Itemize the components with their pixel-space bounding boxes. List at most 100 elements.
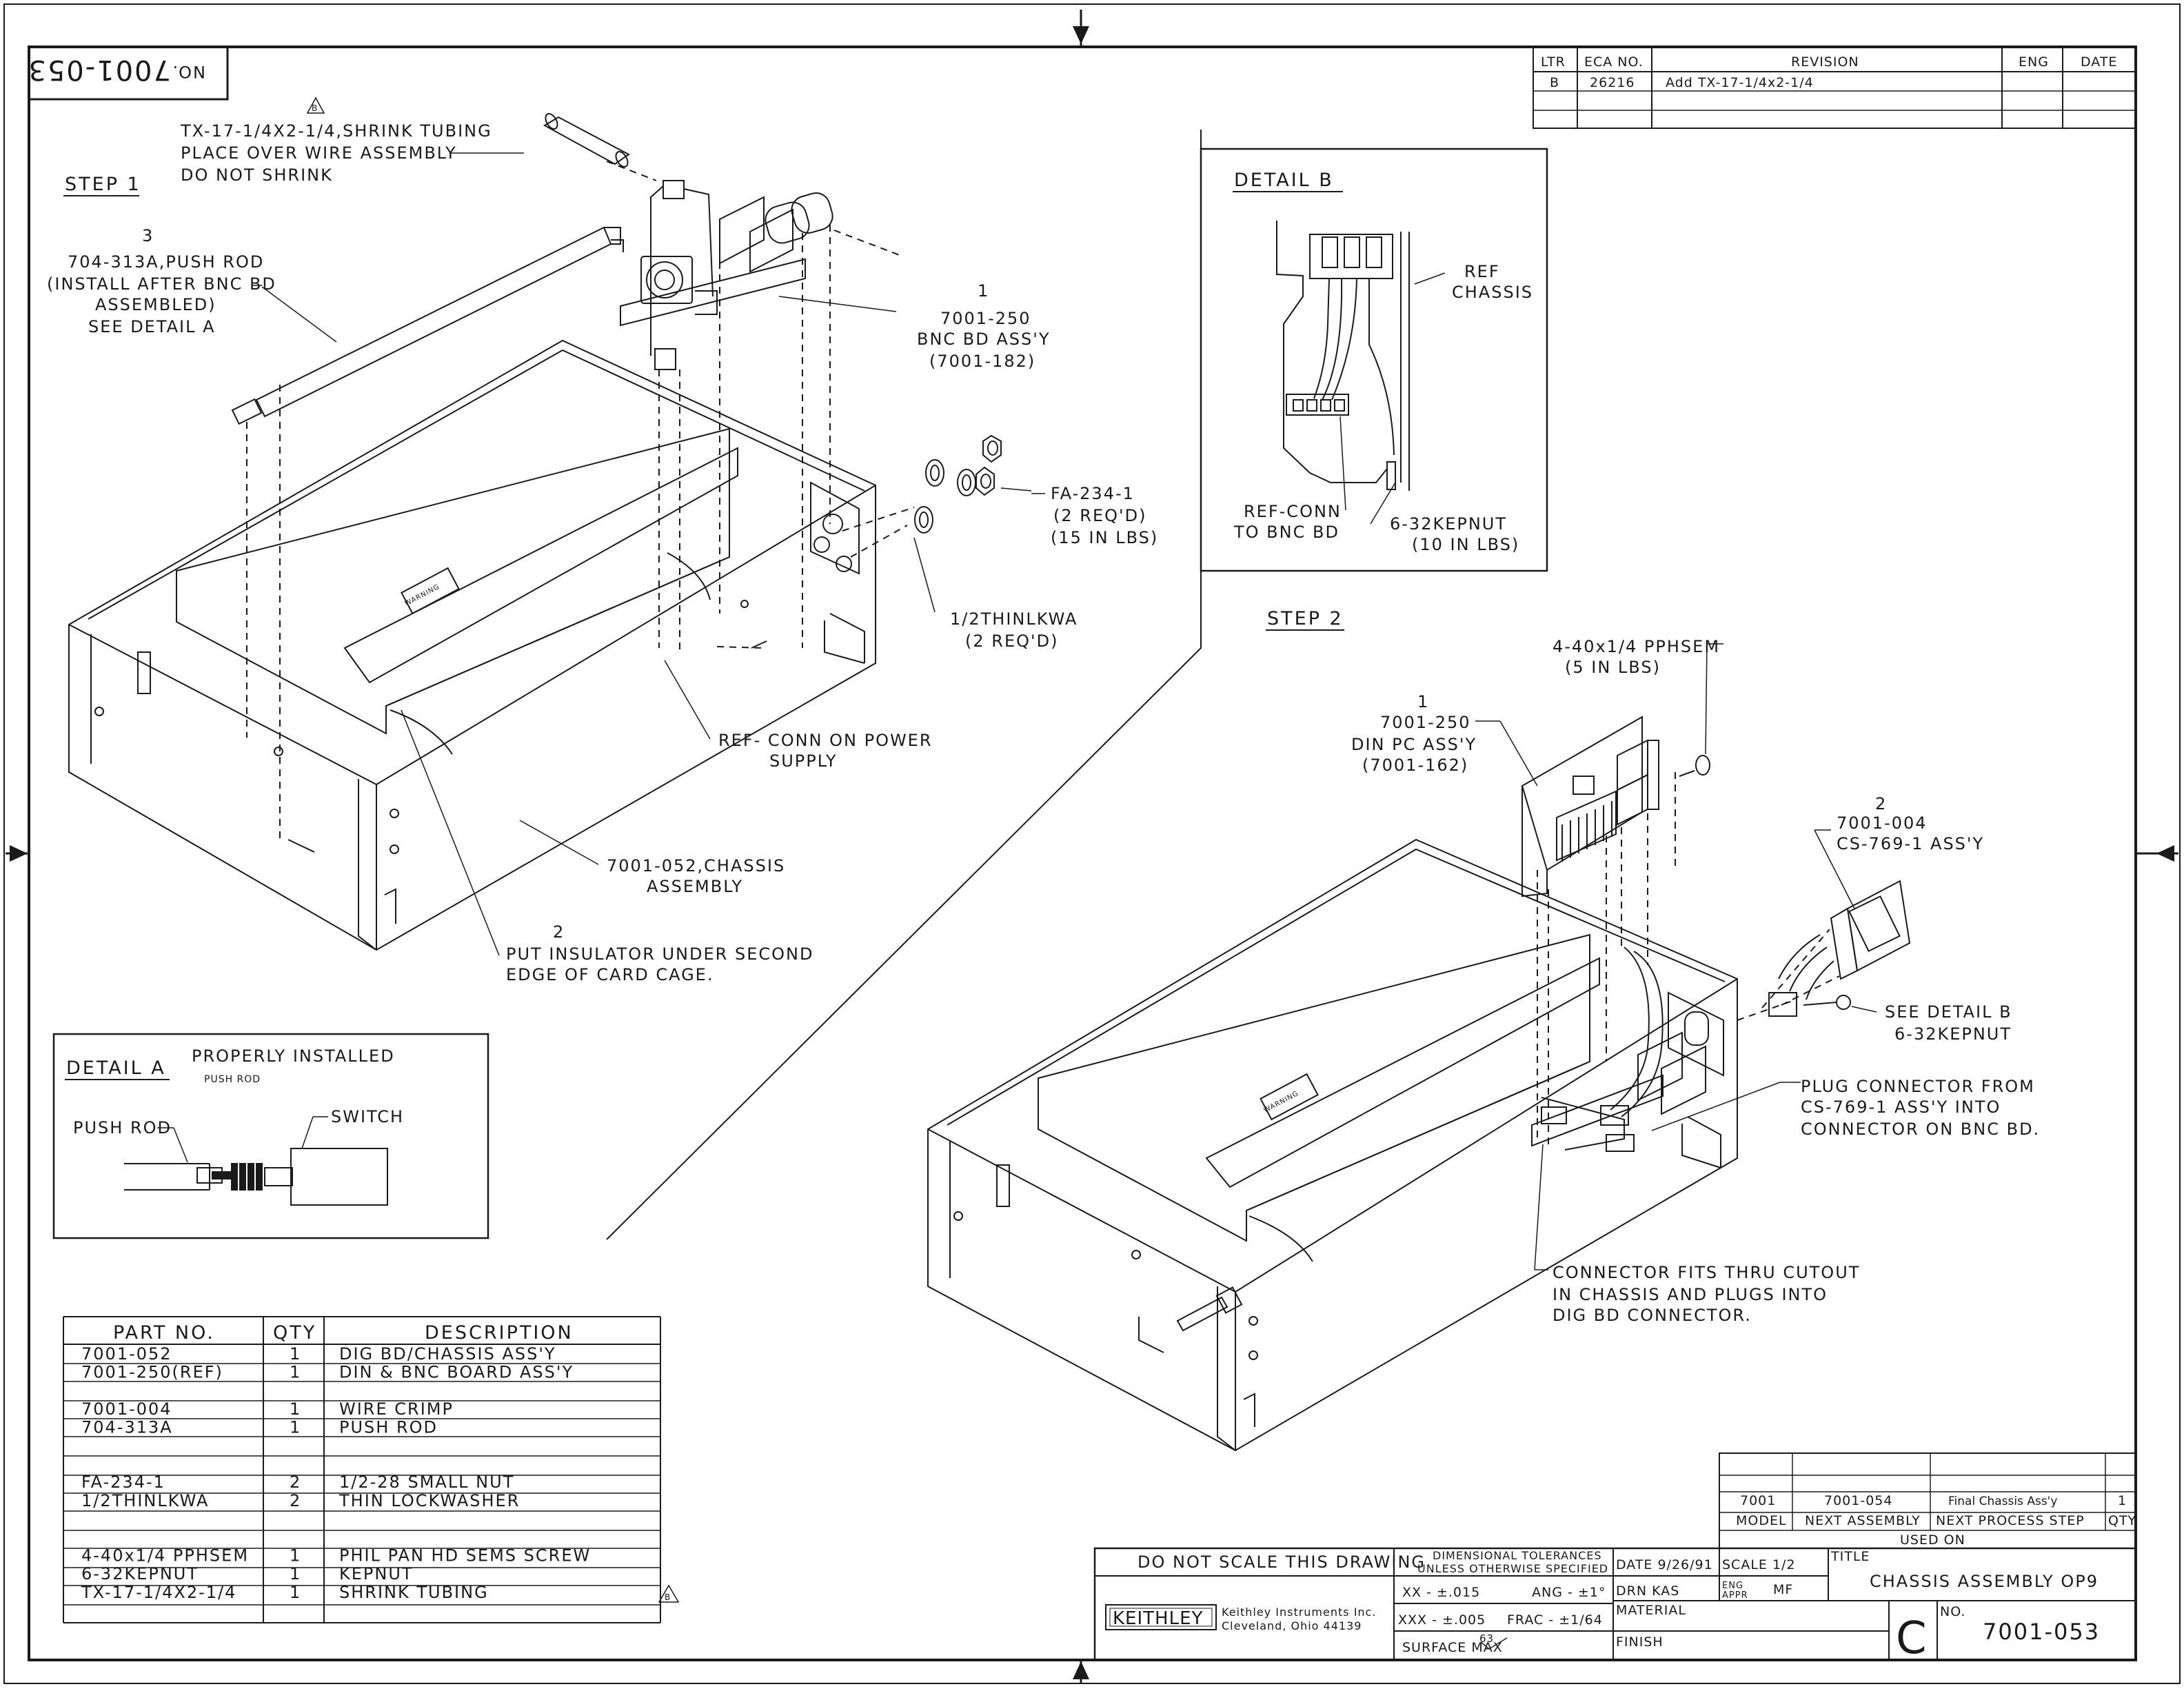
drawing-title: CHASSIS ASSEMBLY OP9 xyxy=(1870,1572,2099,1591)
bnc-board-callout-3: (7001-182) xyxy=(929,352,1035,371)
parts-row-part-no: 7001-004 xyxy=(81,1399,172,1419)
scale: SCALE 1/2 xyxy=(1722,1557,1796,1572)
detail-b-callouts: REF CHASSIS REF-CONN TO BNC BD 6-32KEPNU… xyxy=(1233,262,1533,554)
step-1-warning-tag: WARNING xyxy=(404,583,441,608)
assembled-chassis xyxy=(927,838,1738,1452)
bnc-board xyxy=(620,258,806,327)
parts-row-description: PHIL PAN HD SEMS SCREW xyxy=(339,1546,591,1566)
parts-row-description: 1/2-28 SMALL NUT xyxy=(339,1472,514,1492)
shrink-tubing xyxy=(543,116,630,165)
parts-header-qty: QTY xyxy=(273,1322,316,1344)
shrink-tubing-callout-2: PLACE OVER WIRE ASSEMBLY xyxy=(181,143,457,163)
lockwasher-callout-2: (2 REQ'D) xyxy=(965,631,1058,651)
detail-b: DETAIL B xyxy=(1200,148,1548,572)
screw-4-40 xyxy=(1679,755,1710,777)
used-on-header-next-assembly: NEXT ASSEMBLY xyxy=(1805,1513,1921,1528)
tolerance-ang: ANG - ±1° xyxy=(1532,1585,1606,1600)
parts-header-description: DESCRIPTION xyxy=(425,1322,574,1344)
parts-row-part-no: 6-32KEPNUT xyxy=(81,1564,199,1583)
zone-marker-right xyxy=(2136,845,2178,862)
outer-border xyxy=(3,3,2181,1684)
chassis-callout-2: ASSEMBLY xyxy=(647,877,743,896)
parts-row-qty: 2 xyxy=(290,1491,301,1510)
parts-row-part-no: TX-17-1/4X2-1/4 xyxy=(81,1583,236,1602)
shrink-tubing-callout-1: TX-17-1/4X2-1/4,SHRINK TUBING xyxy=(180,121,492,141)
connector-cutout-callout-1: CONNECTOR FITS THRU CUTOUT xyxy=(1553,1263,1860,1282)
bnc-board-callout-1: 7001-250 xyxy=(940,309,1031,328)
used-on-next-assembly: 7001-054 xyxy=(1824,1493,1892,1508)
company-logo: KEITHLEY xyxy=(1113,1608,1203,1629)
parts-row-part-no: 7001-250(REF) xyxy=(81,1363,223,1382)
push-rod-item-number: 3 xyxy=(142,226,154,245)
rev-row-ltr: B xyxy=(1550,75,1559,90)
detail-b-ref-chassis-2: CHASSIS xyxy=(1452,283,1533,302)
parts-row-description: DIG BD/CHASSIS ASS'Y xyxy=(339,1344,556,1364)
bnc-board-callout-2: BNC BD ASS'Y xyxy=(917,330,1051,349)
parts-row-qty: 1 xyxy=(290,1399,301,1419)
cs769-callout-2: CS-769-1 ASS'Y xyxy=(1837,834,1984,853)
step-2-callouts: 4-40x1/4 PPHSEM (5 IN LBS) 1 7001-250 DI… xyxy=(1351,637,2040,1325)
push-rod-callout-1: 704-313A,PUSH ROD xyxy=(68,252,264,272)
drawing-number: 7001-053 xyxy=(1983,1619,2100,1645)
parts-row-description: PUSH ROD xyxy=(339,1417,438,1437)
detail-b-ref-chassis-1: REF xyxy=(1464,262,1500,281)
bnc-board-item-number: 1 xyxy=(978,281,989,301)
surface-max-value: 63 xyxy=(1479,1632,1494,1645)
parts-row-qty: 1 xyxy=(290,1564,301,1583)
cs-769-assembly xyxy=(1768,880,1911,1017)
cs769-item-number: 2 xyxy=(1875,794,1887,813)
parts-row-qty: 1 xyxy=(290,1583,301,1602)
din-board-callout-1: 7001-250 xyxy=(1380,713,1471,732)
tolerance-frac: FRAC - ±1/64 xyxy=(1507,1612,1603,1628)
parts-row-description: WIRE CRIMP xyxy=(339,1399,454,1419)
step-1-label: STEP 1 xyxy=(65,174,141,195)
parts-row-description: KEPNUT xyxy=(339,1564,414,1583)
ref-conn-callout-2: SUPPLY xyxy=(769,751,838,771)
number-label: NO. xyxy=(1940,1604,1965,1619)
parts-row-part-no: FA-234-1 xyxy=(81,1472,165,1492)
eng-appr-1: ENG xyxy=(1722,1581,1743,1591)
detail-a: DETAIL A PROPERLY INSTALLED PUSH ROD PUS… xyxy=(52,1033,489,1239)
detail-a-switch-label: SWITCH xyxy=(331,1107,404,1126)
parts-rows: 7001-052 1 DIG BD/CHASSIS ASS'Y 7001-250(RE… xyxy=(81,1344,591,1602)
corner-number: 7001-053 xyxy=(27,54,171,85)
zone-marker-top xyxy=(1073,10,1089,47)
corner-number-prefix: NO. xyxy=(172,62,206,81)
detail-b-kepnut-1: 6-32KEPNUT xyxy=(1390,514,1507,534)
tolerances-title-2: UNLESS OTHERWISE SPECIFIED xyxy=(1417,1562,1608,1575)
parts-header-part-no: PART NO. xyxy=(113,1322,215,1344)
nut-callout-2: (2 REQ'D) xyxy=(1053,506,1146,525)
drawing-size: C xyxy=(1896,1613,1927,1664)
cs769-callout-1: 7001-004 xyxy=(1837,813,1928,833)
step-1-view: STEP 1 WARNING xyxy=(63,113,1032,956)
tolerance-xxx: XXX - ±.005 xyxy=(1398,1612,1486,1628)
used-on-header-qty: QTY xyxy=(2108,1513,2136,1528)
parts-row-part-no: 704-313A xyxy=(81,1417,173,1437)
insulator-callout-1: PUT INSULATOR UNDER SECOND xyxy=(506,944,813,964)
rev-header-eca: ECA NO. xyxy=(1584,54,1644,70)
parts-rev-flag: B xyxy=(665,1592,671,1602)
lockwasher-callout-1: 1/2THINLKWA xyxy=(950,609,1078,629)
parts-row-part-no: 7001-052 xyxy=(81,1344,172,1364)
push-rod-callout-2: (INSTALL AFTER BNC BD xyxy=(47,274,276,294)
parts-list xyxy=(63,1316,680,1623)
parts-row-part-no: 1/2THINLKWA xyxy=(81,1491,209,1510)
detail-a-title: DETAIL A xyxy=(66,1057,166,1079)
parts-row-part-no: 4-40x1/4 PPHSEM xyxy=(81,1546,249,1566)
parts-row-qty: 1 xyxy=(290,1546,301,1566)
push-rod-callout-3: ASSEMBLED) xyxy=(95,295,216,314)
plug-connector-callout-3: CONNECTOR ON BNC BD. xyxy=(1801,1120,2040,1139)
parts-row-description: THIN LOCKWASHER xyxy=(338,1491,520,1510)
detail-b-kepnut-2: (10 IN LBS) xyxy=(1412,535,1519,554)
rev-header-revision: REVISION xyxy=(1791,54,1859,70)
corner-number-box xyxy=(28,45,229,101)
detail-a-spring xyxy=(231,1163,263,1191)
parts-row-qty: 2 xyxy=(290,1472,301,1492)
used-on-next-process: Final Chassis Ass'y xyxy=(1948,1495,2057,1508)
detail-a-push-rod-label: PUSH ROD xyxy=(73,1118,172,1137)
connector-cutout-callout-2: IN CHASSIS AND PLUGS INTO xyxy=(1553,1285,1828,1304)
used-on-model: 7001 xyxy=(1740,1493,1776,1508)
see-detail-b-callout-1: SEE DETAIL B xyxy=(1885,1002,2012,1022)
chassis-callout-1: 7001-052,CHASSIS xyxy=(607,856,785,875)
